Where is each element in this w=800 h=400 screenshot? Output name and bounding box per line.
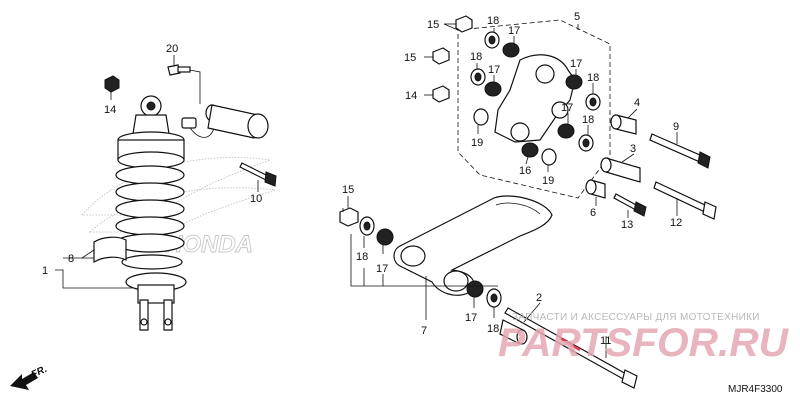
collar-part-19-upper bbox=[473, 108, 489, 126]
bolt-part-13 bbox=[613, 193, 647, 217]
shock-reservoir bbox=[181, 104, 269, 139]
callout-17-mid: 17 bbox=[561, 102, 573, 114]
callout-6: 6 bbox=[590, 207, 596, 219]
nut-part-15-top bbox=[455, 15, 473, 33]
callout-17-top: 17 bbox=[508, 25, 520, 37]
callout-15-top: 15 bbox=[427, 19, 439, 31]
nut-part-14-linkage bbox=[432, 85, 450, 103]
dust-seal-part-18-lower-left bbox=[359, 216, 375, 236]
partsfor-watermark: ЗАПЧАСТИ И АКСЕССУАРЫ ДЛЯ МОТОТЕХНИКИ PA… bbox=[498, 312, 789, 365]
nut-part-15-second bbox=[432, 47, 450, 65]
callout-18-mid: 18 bbox=[582, 114, 594, 126]
callout-9: 9 bbox=[673, 121, 679, 133]
callout-18-lower-left: 18 bbox=[356, 251, 368, 263]
needle-bearing-part-17-lower-left bbox=[376, 228, 394, 246]
callout-19-upper: 19 bbox=[471, 137, 483, 149]
bolt-part-10 bbox=[239, 162, 277, 187]
callout-16: 16 bbox=[519, 165, 531, 177]
collar-part-4 bbox=[610, 114, 637, 135]
nut-part-15-lower bbox=[339, 207, 359, 227]
callout-labels: 1 8 14 20 10 15 18 17 5 15 18 17 14 19 1… bbox=[42, 11, 682, 347]
collar-part-6 bbox=[585, 179, 606, 199]
callout-7: 7 bbox=[421, 325, 427, 337]
callout-3: 3 bbox=[630, 143, 636, 155]
callout-14-linkage: 14 bbox=[405, 90, 417, 102]
watermark-logo: PARTSFOR.RU bbox=[498, 321, 789, 365]
callout-4: 4 bbox=[634, 97, 640, 109]
rear-shock-absorber bbox=[115, 95, 187, 331]
collar-part-2 bbox=[499, 319, 528, 345]
callout-1: 1 bbox=[42, 265, 48, 277]
shock-spring bbox=[115, 165, 185, 253]
callout-18-upper: 18 bbox=[470, 51, 482, 63]
collar-part-3 bbox=[600, 157, 641, 183]
callout-14-left: 14 bbox=[104, 104, 116, 116]
dust-seal-part-18-right bbox=[585, 93, 601, 111]
diagram-code: MJR4F3300 bbox=[728, 384, 783, 395]
needle-bearing-part-17-upper bbox=[484, 81, 502, 97]
callout-10: 10 bbox=[250, 193, 262, 205]
callout-12: 12 bbox=[670, 217, 682, 229]
callout-17-lower-right: 17 bbox=[465, 312, 477, 324]
callout-15-second: 15 bbox=[404, 52, 416, 64]
fr-label: FR. bbox=[30, 364, 49, 381]
bolt-part-20 bbox=[167, 64, 191, 76]
callout-11: 11 bbox=[600, 335, 611, 347]
bolt-part-12 bbox=[653, 181, 717, 220]
bolt-part-9 bbox=[649, 133, 711, 169]
callout-15-lower: 15 bbox=[342, 184, 354, 196]
cushion-arm-part-5 bbox=[494, 54, 576, 143]
cushion-arm-group-outline bbox=[457, 19, 611, 199]
dust-seal-part-18-upper bbox=[470, 68, 486, 86]
dust-seal-part-18-mid bbox=[578, 134, 594, 152]
callout-13: 13 bbox=[621, 219, 633, 231]
connecting-rod-part-7 bbox=[393, 195, 553, 296]
front-direction-arrow: FR. bbox=[10, 364, 49, 390]
watermark-caption: ЗАПЧАСТИ И АКСЕССУАРЫ ДЛЯ МОТОТЕХНИКИ bbox=[512, 312, 760, 323]
callout-20: 20 bbox=[166, 43, 178, 55]
collar-part-19-lower bbox=[541, 148, 557, 166]
nut-part-14-left bbox=[104, 75, 120, 93]
leader-lines bbox=[55, 23, 678, 358]
callout-19-lower: 19 bbox=[542, 175, 554, 187]
bolt-part-11 bbox=[504, 307, 638, 389]
callout-8: 8 bbox=[68, 253, 74, 265]
callout-17-right: 17 bbox=[570, 58, 582, 70]
needle-bearing-part-17-lower-right bbox=[466, 280, 484, 298]
callout-18-top: 18 bbox=[487, 15, 499, 27]
dust-seal-part-18-top bbox=[484, 31, 500, 49]
needle-bearing-part-17-right bbox=[565, 74, 583, 90]
callout-17-lower-left: 17 bbox=[376, 263, 388, 275]
needle-bearing-part-17-mid bbox=[557, 123, 575, 139]
callout-17-upper: 17 bbox=[488, 64, 500, 76]
dust-seal-part-18-lower-right bbox=[486, 288, 502, 308]
needle-bearing-part-16 bbox=[521, 142, 539, 158]
needle-bearing-part-17-top bbox=[502, 42, 520, 58]
callout-18-right: 18 bbox=[587, 72, 599, 84]
callout-18-lower-right: 18 bbox=[487, 323, 499, 335]
callout-2: 2 bbox=[536, 292, 542, 304]
callout-5: 5 bbox=[574, 11, 580, 23]
spring-stopper-part-8 bbox=[93, 236, 127, 264]
